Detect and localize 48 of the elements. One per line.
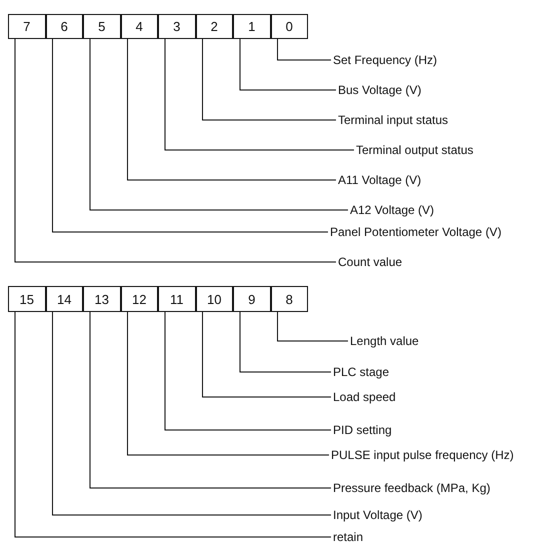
bit-cell: 7 (8, 14, 46, 39)
leader-line (164, 38, 354, 150)
bit-label: Terminal output status (354, 143, 476, 157)
leader-line (240, 38, 336, 90)
leader-line (52, 312, 332, 516)
leader-line (90, 312, 332, 488)
bit-label: Terminal input status (336, 113, 450, 127)
bit-cell: 8 (270, 286, 308, 312)
bit-label: Set Frequency (Hz) (331, 53, 440, 67)
bit-label: Count value (336, 255, 404, 269)
bit-cell: 15 (8, 286, 46, 312)
bit-cell: 12 (120, 286, 158, 312)
bit-label: A11 Voltage (V) (336, 173, 424, 187)
leader-line (14, 312, 332, 538)
bit-label: Panel Potentiometer Voltage (V) (328, 225, 504, 239)
bit-label: PULSE input pulse frequency (Hz) (329, 448, 516, 462)
bit-cell: 1 (233, 14, 270, 39)
bit-cell: 10 (196, 286, 233, 312)
bit-label: Input Voltage (V) (331, 508, 424, 522)
leader-line (90, 38, 348, 210)
bit-cell: 3 (158, 14, 196, 39)
bit-label: Load speed (331, 390, 398, 404)
bit-cell: 4 (120, 14, 158, 39)
bit-cell: 13 (83, 286, 120, 312)
bit-label: A12 Voltage (V) (348, 203, 436, 217)
bit-label: PLC stage (331, 365, 392, 379)
bit-cell: 14 (46, 286, 83, 312)
bit-cell: 11 (158, 286, 196, 312)
leader-line (164, 312, 332, 430)
bit-label: Length value (348, 334, 421, 348)
bit-label: retain (331, 530, 366, 544)
bit-label: PID setting (331, 423, 394, 437)
bit-cell: 0 (270, 14, 308, 39)
leader-line (202, 312, 332, 398)
leader-line (277, 38, 332, 60)
leader-line (127, 312, 330, 456)
bit-cell: 9 (233, 286, 270, 312)
bit-cell: 2 (196, 14, 233, 39)
bit-cell: 5 (83, 14, 120, 39)
leader-line (277, 312, 348, 342)
bit-label: Bus Voltage (V) (336, 83, 424, 97)
bit-cell: 6 (46, 14, 83, 39)
leader-line (127, 38, 336, 180)
bit-label: Pressure feedback (MPa, Kg) (331, 481, 492, 495)
leader-line (240, 312, 332, 372)
leader-line (14, 38, 336, 262)
leader-line (52, 38, 328, 232)
leader-line (202, 38, 336, 120)
